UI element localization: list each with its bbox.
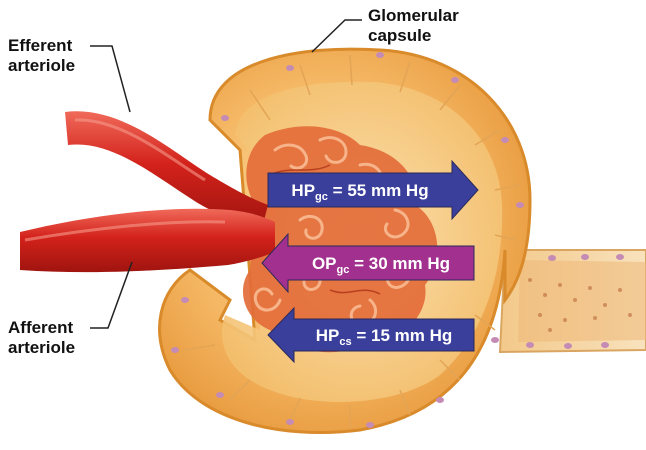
pressure-arrow-shape <box>261 232 475 294</box>
pressure-value: = 15 mm Hg <box>352 326 453 345</box>
pressure-arrow-shape <box>267 159 479 221</box>
pressure-arrow-1: HPgc = 55 mm Hg <box>267 159 479 221</box>
pressure-subscript: cs <box>339 336 351 348</box>
pressure-value: = 30 mm Hg <box>349 254 450 273</box>
pressure-label: HPgc = 55 mm Hg <box>291 181 428 203</box>
pressure-label: HPcs = 15 mm Hg <box>316 326 453 348</box>
efferent-label-line1: Efferent <box>8 36 73 55</box>
pressure-arrow-2: OPgc = 30 mm Hg <box>261 232 475 294</box>
leader-lines <box>90 19 362 329</box>
pressure-subscript: gc <box>315 191 328 203</box>
afferent-label-line2: arteriole <box>8 338 76 357</box>
pressure-symbol: OP <box>312 254 337 273</box>
efferent-label-line2: arteriole <box>8 56 76 75</box>
pressure-subscript: gc <box>337 264 350 276</box>
pressure-arrow-3: HPcs = 15 mm Hg <box>267 306 475 364</box>
efferent-arteriole-label: Efferent arteriole <box>8 36 75 76</box>
pressure-arrow-shape <box>267 306 475 364</box>
pressure-value: = 55 mm Hg <box>328 181 429 200</box>
efferent-arteriole <box>65 111 268 228</box>
pressure-symbol: HP <box>316 326 340 345</box>
proximal-tubule <box>498 249 646 354</box>
afferent-label-line1: Afferent <box>8 318 74 337</box>
afferent-arteriole-label: Afferent arteriole <box>8 318 75 358</box>
afferent-arteriole <box>20 208 275 273</box>
glomerular-capsule-label: Glomerular capsule <box>368 6 459 46</box>
pressure-label: OPgc = 30 mm Hg <box>312 254 450 276</box>
pressure-symbol: HP <box>291 181 315 200</box>
capsule-label-line1: Glomerular <box>368 6 459 25</box>
capsule-label-line2: capsule <box>368 26 432 45</box>
